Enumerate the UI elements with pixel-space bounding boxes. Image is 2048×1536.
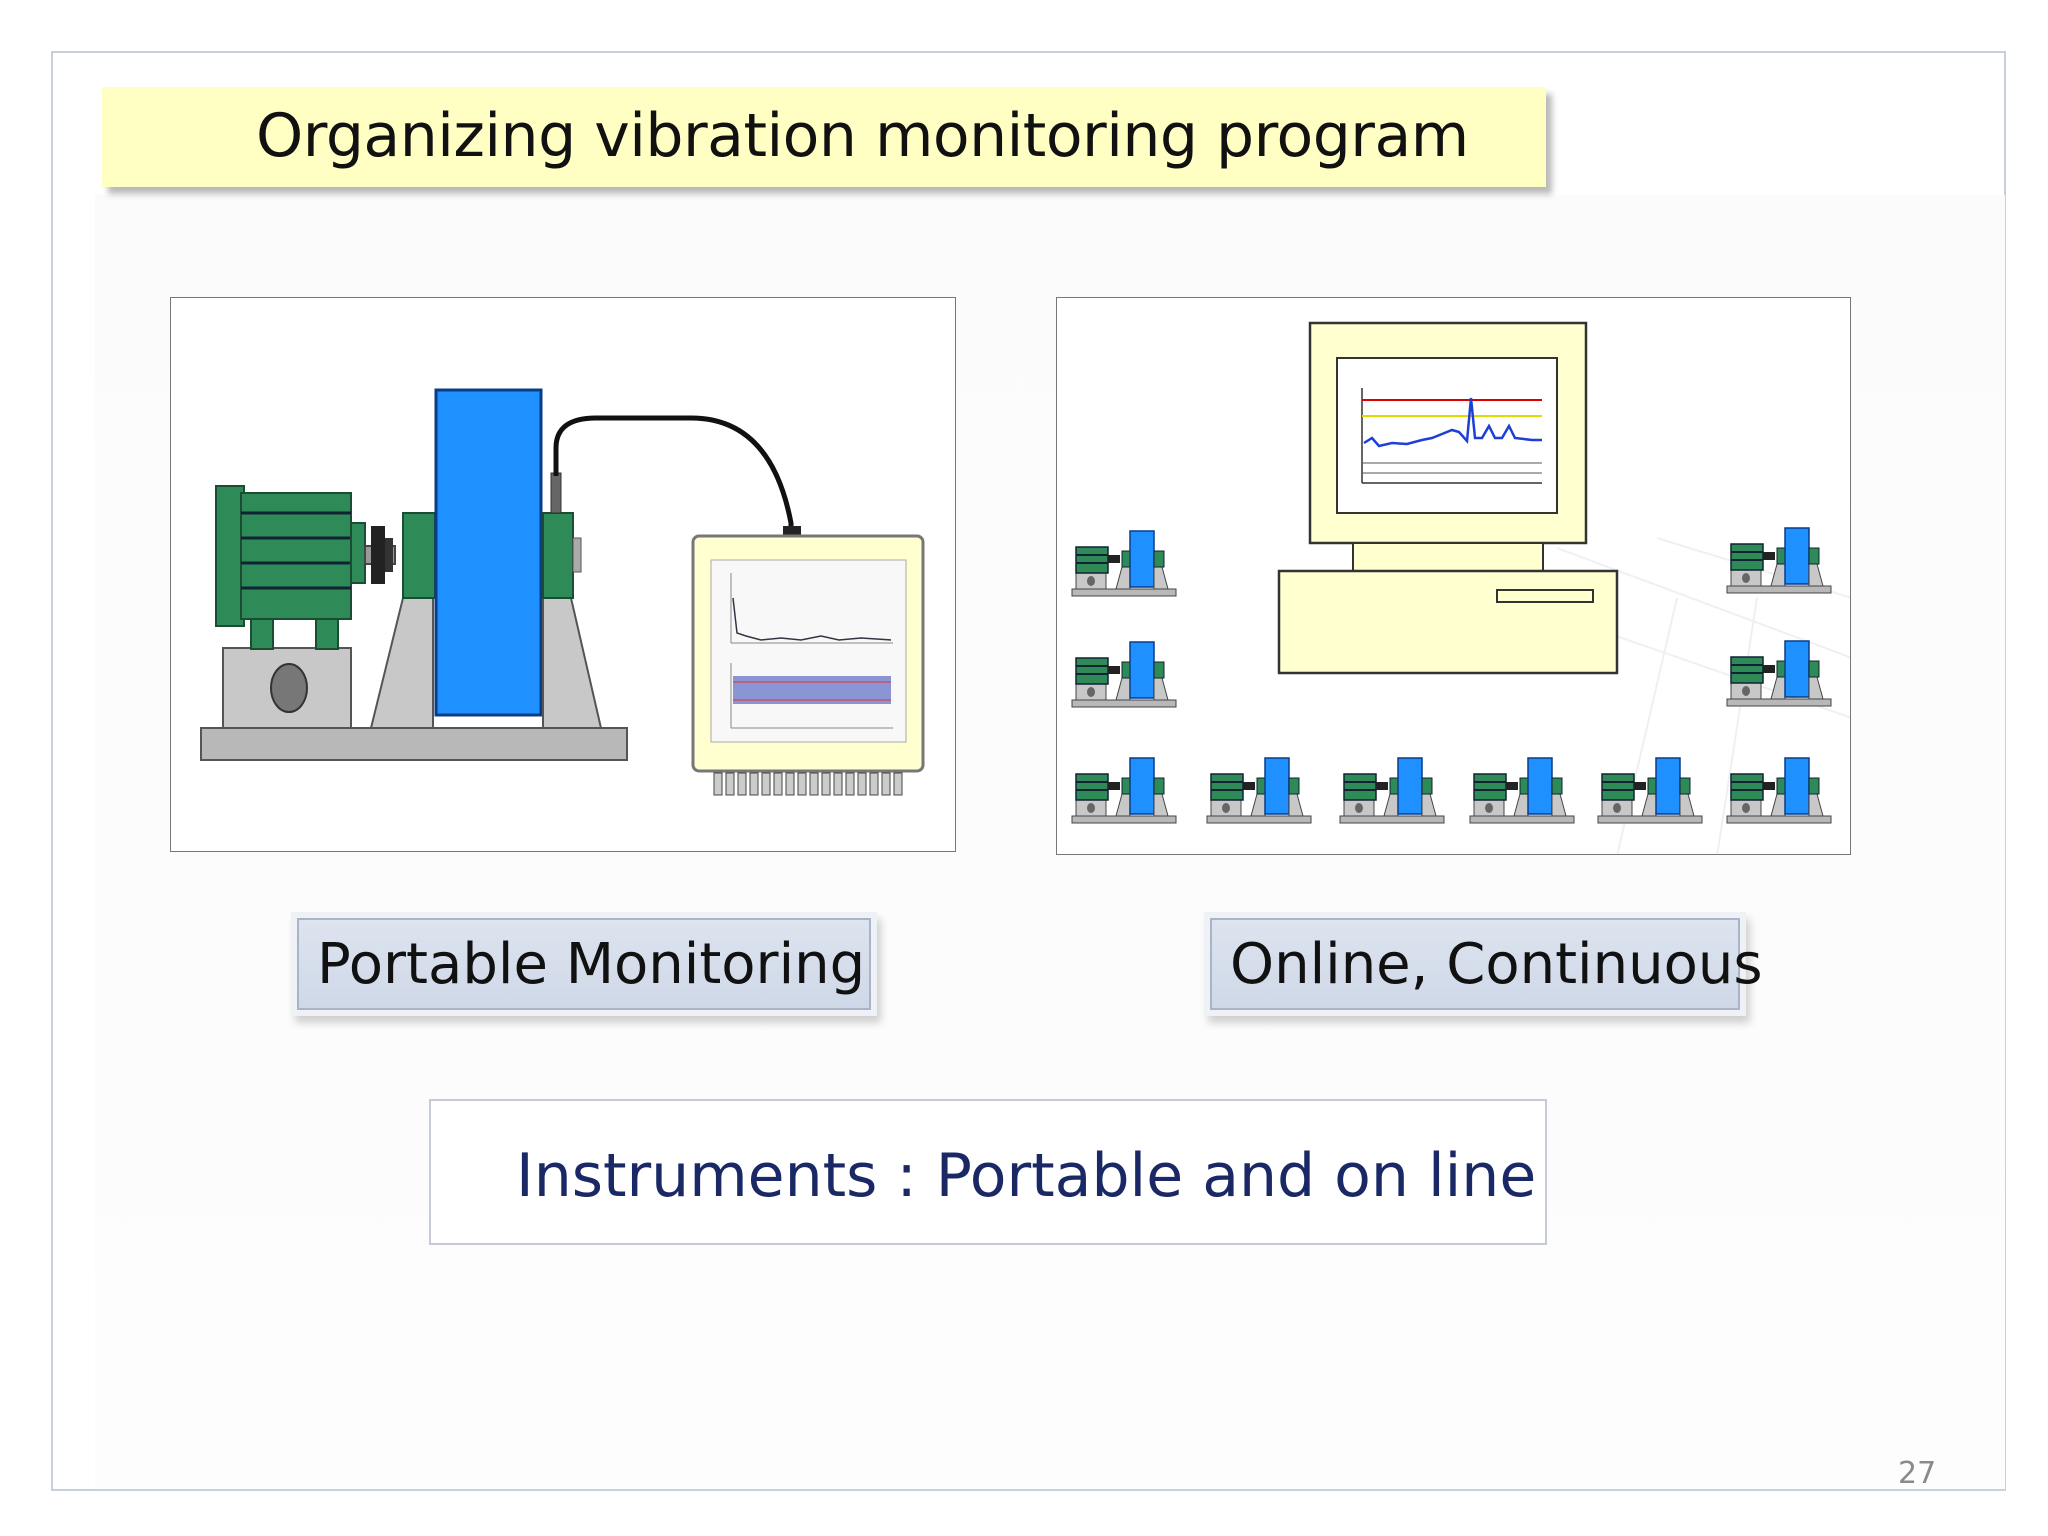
online-continuous-label: Online, Continuous [1210, 918, 1763, 1010]
portable-monitoring-caption: Portable Monitoring [317, 932, 866, 997]
online-continuous-caption: Online, Continuous [1230, 932, 1763, 997]
portable-monitoring-illustration-icon [200, 388, 925, 796]
page-number: 27 [1898, 1456, 1937, 1491]
online-monitoring-image [1056, 297, 1851, 855]
title-bar: Organizing vibration monitoring program [102, 87, 1546, 187]
slide-title: Organizing vibration monitoring program [256, 101, 1469, 171]
instruments-caption: Instruments : Portable and on line [516, 1141, 1537, 1211]
instruments-box: Instruments : Portable and on line [429, 1099, 1547, 1245]
portable-monitoring-image [170, 297, 956, 852]
portable-monitoring-label: Portable Monitoring [297, 918, 871, 1010]
online-monitoring-illustration-icon [1071, 321, 1850, 854]
